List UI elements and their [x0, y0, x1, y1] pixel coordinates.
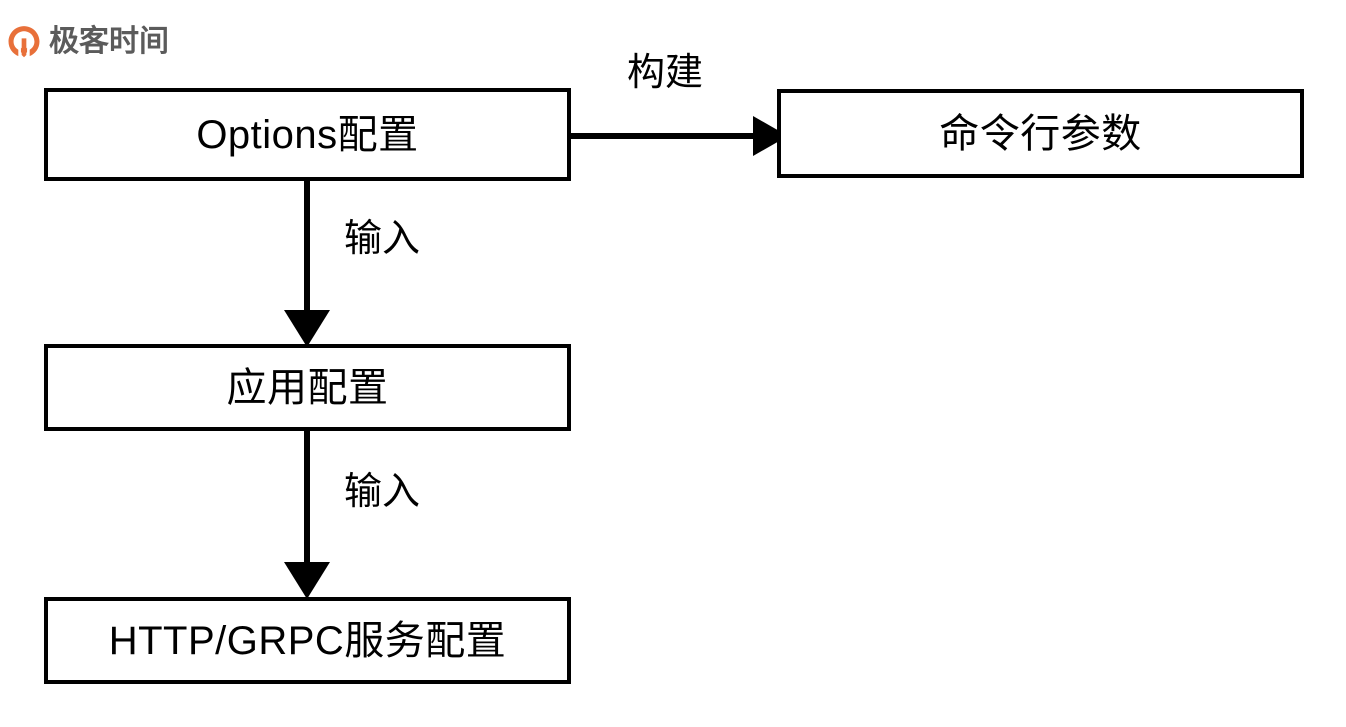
node-label: 命令行参数 [939, 111, 1142, 156]
node-label: HTTP/GRPC服务配置 [108, 618, 507, 663]
edge-options-to-app [284, 181, 330, 347]
brand-watermark: 极客时间 [6, 20, 169, 64]
edge-label-input-options-to-app: 输入 [344, 218, 421, 260]
brand-name: 极客时间 [49, 25, 169, 58]
node-application-config[interactable]: 应用配置 [44, 344, 571, 431]
node-http-grpc-service-config[interactable]: HTTP/GRPC服务配置 [44, 597, 571, 684]
edge-app-to-service [284, 431, 330, 599]
node-options-config[interactable]: Options配置 [44, 88, 571, 181]
edge-label-input-app-to-service: 输入 [344, 471, 421, 513]
edge-label-build: 构建 [627, 52, 704, 94]
geekbang-q-logo-icon [8, 26, 40, 58]
edge-options-to-cmdargs [571, 116, 788, 156]
node-label: Options配置 [196, 112, 419, 157]
node-label: 应用配置 [226, 365, 389, 410]
node-command-line-args[interactable]: 命令行参数 [777, 89, 1304, 178]
